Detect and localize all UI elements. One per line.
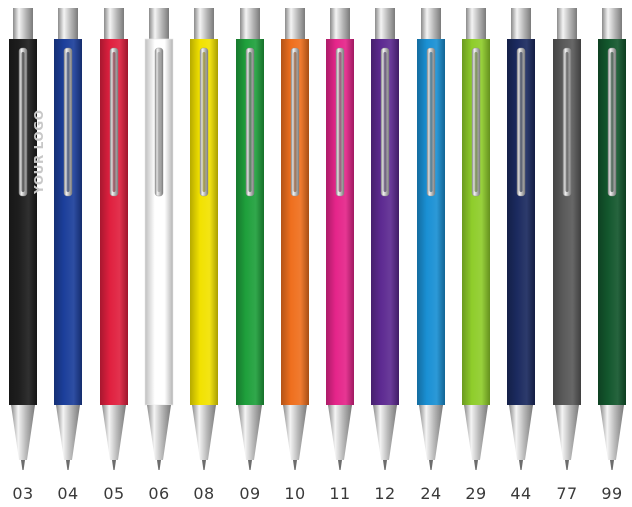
metal-cone [555,405,579,460]
metal-cone [419,405,443,460]
color-code-label: 99 [601,484,623,503]
push-button [330,8,350,39]
push-button [557,8,577,39]
push-button [194,8,214,39]
color-code-label: 08 [193,484,215,503]
clip-slot [565,52,569,192]
metal-cone [56,405,80,460]
pen-tip [112,460,116,470]
pen-navy [507,8,535,470]
push-button [375,8,395,39]
push-button [104,8,124,39]
push-button [602,8,622,39]
pen-green [236,8,264,470]
metal-cone [192,405,216,460]
color-code-label: 04 [57,484,79,503]
pen-purple [371,8,399,470]
color-code-label: 06 [148,484,170,503]
clip-slot [474,52,478,192]
pen-tip [429,460,433,470]
pen-grey [553,8,581,470]
pen-tip [21,460,25,470]
metal-cone [283,405,307,460]
pen-tip [293,460,297,470]
color-code-label: 11 [329,484,351,503]
pen-dark-green [598,8,626,470]
metal-cone [373,405,397,460]
pen-tip [474,460,478,470]
color-code-label: 09 [239,484,261,503]
pen-black: YOUR LOGO [9,8,46,470]
metal-cone [600,405,624,460]
pen-white [144,8,174,470]
color-code-label: 03 [12,484,34,503]
pen-tip [66,460,70,470]
metal-cone [464,405,488,460]
pen-yellow [190,8,218,470]
color-code-label: 44 [510,484,532,503]
pen-tip [157,460,161,470]
push-button [285,8,305,39]
clip-slot [519,52,523,192]
color-code-label: 24 [420,484,442,503]
clip-slot [338,52,342,192]
pen-pink [326,8,354,470]
clip-slot [202,52,206,192]
clip-slot [293,52,297,192]
pen-tip [565,460,569,470]
color-code-label: 29 [465,484,487,503]
push-button [149,8,169,39]
pen-tip [248,460,252,470]
pen-blue [54,8,82,470]
engraved-logo-text: YOUR LOGO [32,109,46,195]
clip-slot [383,52,387,192]
clip-slot [112,52,116,192]
color-code-label: 77 [556,484,578,503]
pen-tip [610,460,614,470]
clip-slot [610,52,614,192]
metal-cone [328,405,352,460]
pen-tip [338,460,342,470]
pen-red [100,8,128,470]
color-code-label: 10 [284,484,306,503]
pen-light-blue [417,8,445,470]
color-code-label: 12 [374,484,396,503]
push-button [58,8,78,39]
metal-cone [238,405,262,460]
color-code-label: 05 [103,484,125,503]
push-button [511,8,531,39]
pen-tip [202,460,206,470]
push-button [13,8,33,39]
pen-lime [462,8,490,470]
pen-tip [383,460,387,470]
pen-tip [519,460,523,470]
push-button [466,8,486,39]
clip-slot [157,52,161,192]
metal-cone [147,405,171,460]
push-button [240,8,260,39]
clip-slot [248,52,252,192]
clip-slot [66,52,70,192]
metal-cone [509,405,533,460]
clip-slot [429,52,433,192]
pen-color-lineup: YOUR LOGO 03 04 05 06 08 09 10 11 12 24 29 44 77 99 [9,8,626,503]
clip-slot [21,52,25,192]
pen-orange [281,8,309,470]
metal-cone [11,405,35,460]
push-button [421,8,441,39]
metal-cone [102,405,126,460]
